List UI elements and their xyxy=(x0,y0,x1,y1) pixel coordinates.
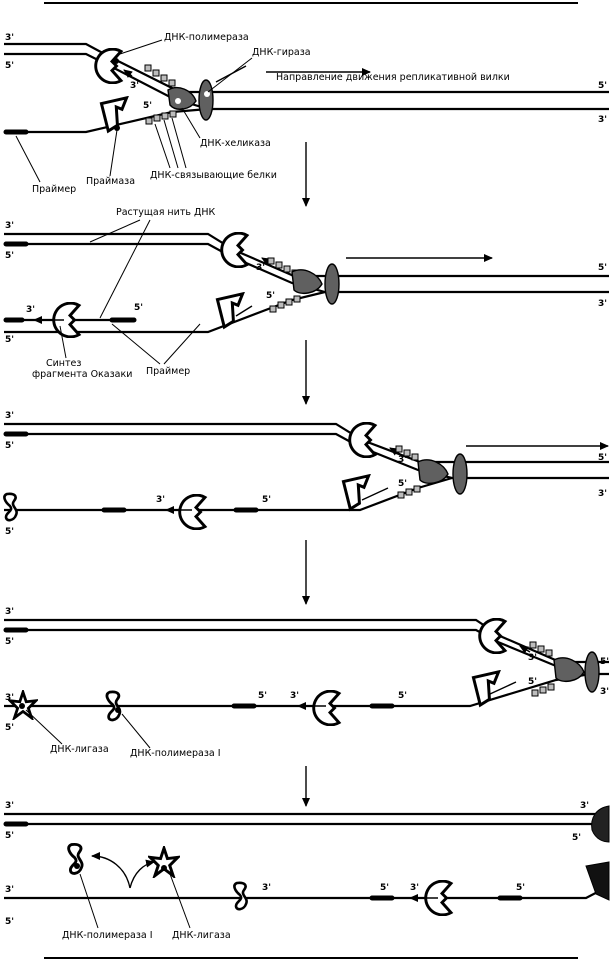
label-okazaki-line2: фрагмента Оказаки xyxy=(32,369,132,380)
strand-end-label: 3' xyxy=(5,801,14,811)
strand-end-label: 5' xyxy=(528,677,537,687)
fork-dark-half-bottom xyxy=(585,861,610,901)
strand-end-label: 5' xyxy=(5,335,14,345)
strand-end-label: 5' xyxy=(262,495,271,505)
label-primer: Праймер xyxy=(32,184,76,195)
pol1-shape-panel5 xyxy=(67,842,84,875)
strand-end-label: 5' xyxy=(398,479,407,489)
strand-end-label: 3' xyxy=(5,221,14,231)
fork-dark-half-top xyxy=(591,805,610,843)
strand-end-label: 5' xyxy=(5,441,14,451)
polymerase-lagging-panel3 xyxy=(178,494,207,530)
strand-end-label: 3' xyxy=(410,883,419,893)
strand-end-label: 3' xyxy=(130,81,139,91)
strand-end-label: 5' xyxy=(598,263,607,273)
label-ssb-proteins: ДНК-связывающие белки xyxy=(150,170,277,181)
strand-end-label: 3' xyxy=(598,299,607,309)
strand-end-label: 5' xyxy=(5,917,14,927)
strand-end-label: 5' xyxy=(266,291,275,301)
strand-end-label: 5' xyxy=(380,883,389,893)
strand-end-label: 5' xyxy=(5,723,14,733)
strand-end-label: 3' xyxy=(398,455,407,465)
strand-end-label: 3' xyxy=(26,305,35,315)
panel-2: Растущая нить ДНК Синтез фрагмента Оказа… xyxy=(3,207,609,380)
dna-polymerase-shape xyxy=(94,48,123,84)
strand-end-label: 5' xyxy=(143,101,152,111)
strand-end-label: 5' xyxy=(572,833,581,843)
primase-panel2 xyxy=(215,292,245,329)
strand-end-label: 5' xyxy=(398,691,407,701)
label-dna-ligase: ДНК-лигаза xyxy=(50,744,109,755)
strand-end-label: 3' xyxy=(5,33,14,43)
label-dna-helicase: ДНК-хеликаза xyxy=(200,138,271,149)
strand-end-label: 5' xyxy=(598,453,607,463)
label-dna-polymerase-1: ДНК-полимераза I xyxy=(130,748,221,759)
ssb-proteins xyxy=(144,64,177,125)
helicase-shape xyxy=(167,86,197,110)
label-growing-strand: Растущая нить ДНК xyxy=(116,207,216,218)
strand-end-label: 5' xyxy=(258,691,267,701)
strand-end-label: 3' xyxy=(580,801,589,811)
strand-end-label: 5' xyxy=(5,251,14,261)
strand-end-label: 3' xyxy=(5,693,14,703)
label-okazaki-line1: Синтез xyxy=(46,358,81,369)
strand-end-label: 3' xyxy=(156,495,165,505)
polymerase-leading-panel3 xyxy=(348,422,377,458)
label-dna-polymerase-1-b: ДНК-полимераза I xyxy=(62,930,153,941)
panel-1: ДНК-полимераза ДНК-гираза Направление дв… xyxy=(3,32,609,195)
label-dna-gyrase: ДНК-гираза xyxy=(252,47,311,58)
strand-end-label: 5' xyxy=(516,883,525,893)
strand-end-label: 3' xyxy=(262,883,271,893)
strand-end-label: 3' xyxy=(5,607,14,617)
polymerase-leading xyxy=(220,232,249,268)
pol1-shape-panel5-strand xyxy=(233,881,249,911)
strand-end-label: 3' xyxy=(528,653,537,663)
strand-end-label: 3' xyxy=(5,411,14,421)
strand-end-label: 5' xyxy=(5,527,14,537)
gyrase-shape xyxy=(198,79,214,121)
strand-end-label: 5' xyxy=(600,657,609,667)
panel-5: ДНК-полимераза I ДНК-лигаза 3' 5' 3' 5' … xyxy=(3,801,610,941)
pol1-shape-panel3 xyxy=(3,492,18,522)
strand-end-label: 5' xyxy=(5,637,14,647)
label-fork-direction: Направление движения репликативной вилки xyxy=(276,72,510,83)
strand-end-label: 3' xyxy=(600,687,609,697)
label-primase: Праймаза xyxy=(86,176,135,187)
strand-end-label: 3' xyxy=(598,489,607,499)
label-dna-ligase-b: ДНК-лигаза xyxy=(172,930,231,941)
primase-panel4 xyxy=(471,670,501,707)
polymerase-lagging-panel4 xyxy=(312,690,341,726)
ligase-shape-panel5 xyxy=(148,846,180,878)
panel-3: 3' 5' 3' 5' 3' 5' 5' 3' 5' xyxy=(3,411,609,537)
strand-end-label: 3' xyxy=(5,885,14,895)
panel-4: ДНК-лигаза ДНК-полимераза I 3' 5' 3' 5' … xyxy=(3,607,609,759)
strand-end-label: 5' xyxy=(598,81,607,91)
strand-end-label: 5' xyxy=(5,831,14,841)
strand-end-label: 3' xyxy=(598,115,607,125)
label-dna-polymerase: ДНК-полимераза xyxy=(164,32,249,43)
strand-end-label: 3' xyxy=(256,263,265,273)
polymerase-leading-panel4 xyxy=(478,618,507,654)
strand-end-label: 5' xyxy=(134,303,143,313)
label-primers: Праймер xyxy=(146,366,190,377)
strand-end-label: 5' xyxy=(5,61,14,71)
strand-end-label: 3' xyxy=(290,691,299,701)
primase-panel3 xyxy=(341,474,371,511)
primase-shape xyxy=(99,96,129,133)
